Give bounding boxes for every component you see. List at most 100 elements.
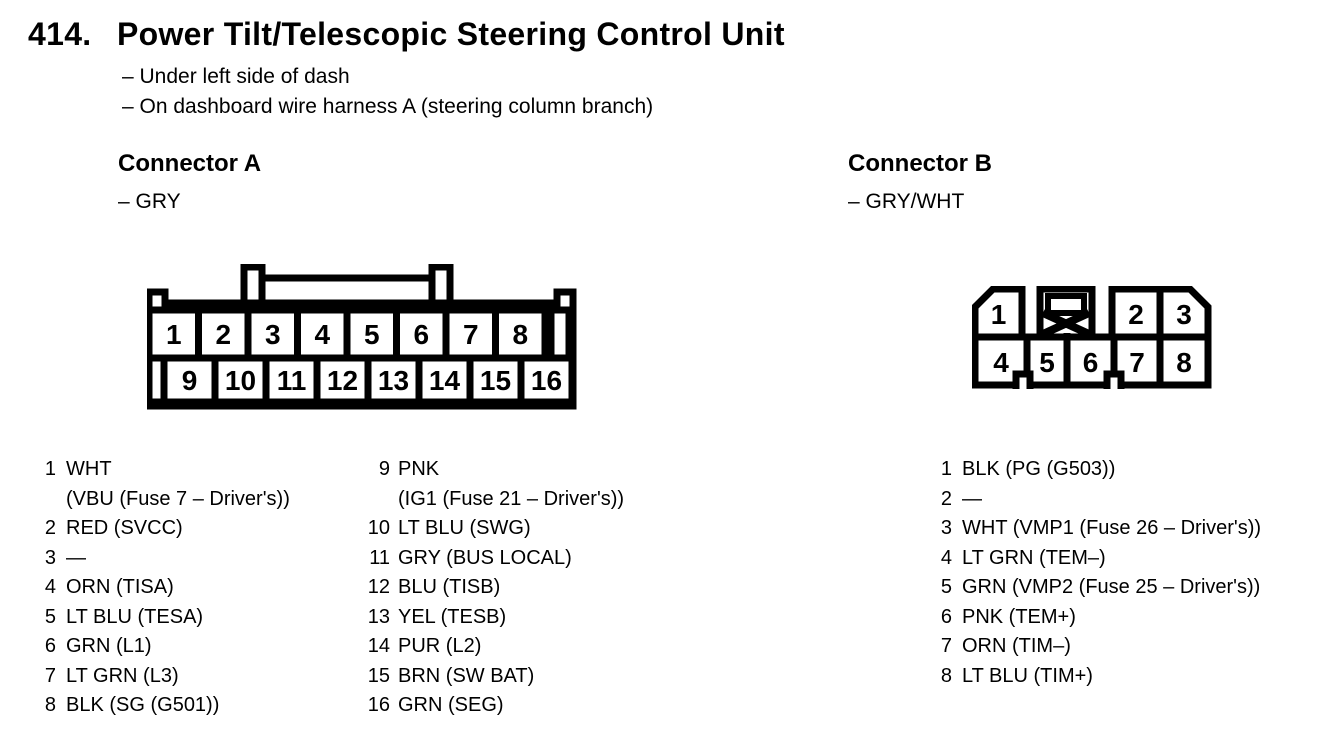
pin-number: 8 bbox=[940, 664, 952, 687]
pin-row: 2 RED (SVCC) bbox=[40, 514, 352, 544]
connector-cell-number: 6 bbox=[413, 319, 429, 350]
pin-label: BRN (SW BAT) bbox=[398, 664, 535, 687]
pin-number: 6 bbox=[940, 605, 952, 628]
pin-label: LT BLU (TESA) bbox=[66, 605, 204, 628]
pin-label: ORN (TISA) bbox=[66, 576, 174, 598]
connector-cell-number: 15 bbox=[480, 365, 511, 396]
connector-cell-number: 2 bbox=[1128, 299, 1144, 330]
pin-label: GRN (L1) bbox=[66, 635, 152, 657]
pin-label: ORN (TIM–) bbox=[962, 635, 1071, 657]
pin-row: 1 WHT(VBU (Fuse 7 – Driver's)) bbox=[40, 455, 352, 514]
location-note: – On dashboard wire harness A (steering … bbox=[122, 95, 654, 118]
pin-number: 4 bbox=[940, 546, 952, 569]
pin-row: 6 GRN (L1) bbox=[40, 632, 352, 662]
pin-row: 12 BLU (TISB) bbox=[358, 573, 692, 603]
pin-number: 13 bbox=[367, 605, 390, 628]
connector-cell-number: 13 bbox=[378, 365, 409, 396]
connector-a-left-post bbox=[240, 264, 266, 307]
pin-number: 1 bbox=[940, 458, 952, 480]
pin-number: 5 bbox=[44, 605, 56, 628]
pin-row: 3— bbox=[40, 544, 352, 574]
pin-row: 9 PNK(IG1 (Fuse 21 – Driver's)) bbox=[358, 455, 692, 514]
connector-cell-number: 16 bbox=[531, 365, 562, 396]
connector-cell-number: 3 bbox=[265, 319, 281, 350]
pin-number: 11 bbox=[369, 546, 390, 569]
pin-label: PUR (L2) bbox=[398, 635, 482, 657]
pin-label: LT BLU (TIM+) bbox=[962, 664, 1093, 687]
connector-cell-number: 1 bbox=[991, 299, 1007, 330]
pin-row: 14 PUR (L2) bbox=[358, 632, 692, 662]
pin-row: 15 BRN (SW BAT) bbox=[358, 662, 692, 692]
connector-a-heading: Connector A bbox=[118, 150, 262, 177]
connector-cell-number: 8 bbox=[1176, 347, 1192, 378]
pin-number: 3 bbox=[44, 546, 56, 569]
connector-cell-number: 5 bbox=[364, 319, 380, 350]
pin-label: GRN (SEG) bbox=[398, 694, 504, 716]
pin-label: GRN (VMP2 (Fuse 25 – Driver's)) bbox=[962, 576, 1261, 598]
connector-b-heading: Connector B bbox=[848, 150, 992, 177]
pin-row: 4 LT GRN (TEM–) bbox=[930, 544, 1340, 574]
connector-a-blank-slot-top bbox=[547, 306, 573, 362]
connector-a-color-note: – GRY bbox=[118, 190, 181, 213]
connector-cell-number: 4 bbox=[314, 319, 330, 350]
connector-b-key-cross bbox=[1041, 309, 1091, 338]
pin-label: BLK (SG (G501)) bbox=[66, 694, 220, 716]
section-number: 414. bbox=[28, 16, 92, 52]
pin-label: WHT(VBU (Fuse 7 – Driver's)) bbox=[66, 458, 290, 510]
connector-cell-number: 11 bbox=[277, 365, 307, 396]
pin-number: 2 bbox=[940, 487, 952, 510]
connector-b-key-slot bbox=[1045, 293, 1087, 316]
pin-number: 9 bbox=[378, 458, 390, 480]
pin-number: 2 bbox=[44, 517, 56, 539]
pin-label: WHT (VMP1 (Fuse 26 – Driver's)) bbox=[962, 517, 1262, 539]
pin-number: 6 bbox=[44, 635, 56, 657]
connector-cell-number: 7 bbox=[463, 319, 479, 350]
pin-number: 7 bbox=[44, 664, 56, 687]
connector-b-bottom-notches bbox=[1012, 370, 1125, 389]
connector-a-header: Connector A – GRY bbox=[118, 150, 478, 214]
connector-cell-number: 9 bbox=[182, 365, 198, 396]
connector-cell-number: 1 bbox=[166, 319, 182, 350]
pin-row: 16 GRN (SEG) bbox=[358, 691, 692, 721]
connector-a-right-post bbox=[428, 264, 454, 307]
pin-label: GRY (BUS LOCAL) bbox=[398, 546, 572, 569]
pin-label: BLU (TISB) bbox=[398, 576, 501, 598]
pin-number: 3 bbox=[940, 517, 952, 539]
connector-cell-number: 12 bbox=[327, 365, 358, 396]
pin-row: 5 LT BLU (TESA) bbox=[40, 603, 352, 633]
connector-cell-number: 7 bbox=[1129, 347, 1145, 378]
pin-number: 14 bbox=[367, 635, 390, 657]
pin-number: 7 bbox=[940, 635, 952, 657]
pin-row: 13 YEL (TESB) bbox=[358, 603, 692, 633]
pin-label: RED (SVCC) bbox=[66, 517, 183, 539]
pin-number: 15 bbox=[367, 664, 390, 687]
connector-cell-number: 14 bbox=[429, 365, 461, 396]
pin-number: 1 bbox=[44, 458, 56, 480]
connector-b-color-note: – GRY/WHT bbox=[848, 190, 965, 213]
pin-number: 12 bbox=[367, 576, 390, 598]
connector-cell-number: 5 bbox=[1039, 347, 1055, 378]
connector-b-header: Connector B – GRY/WHT bbox=[848, 150, 1208, 214]
connector-cell-number: 3 bbox=[1176, 299, 1192, 330]
pin-number: 16 bbox=[367, 694, 390, 716]
pin-label: PNK(IG1 (Fuse 21 – Driver's)) bbox=[398, 458, 625, 510]
connector-a-pin-list-left: 1 WHT(VBU (Fuse 7 – Driver's)) 2 RED (SVCC)… bbox=[40, 455, 352, 721]
connector-cell-number: 6 bbox=[1083, 347, 1099, 378]
page-title: Power Tilt/Telescopic Steering Control U… bbox=[117, 16, 785, 52]
pin-number: 10 bbox=[367, 517, 390, 539]
location-notes: – Under left side of dash – On dashboard… bbox=[122, 62, 653, 122]
pin-label: YEL (TESB) bbox=[398, 605, 507, 628]
pin-label: LT GRN (TEM–) bbox=[962, 546, 1106, 569]
pin-label: — bbox=[66, 546, 86, 569]
